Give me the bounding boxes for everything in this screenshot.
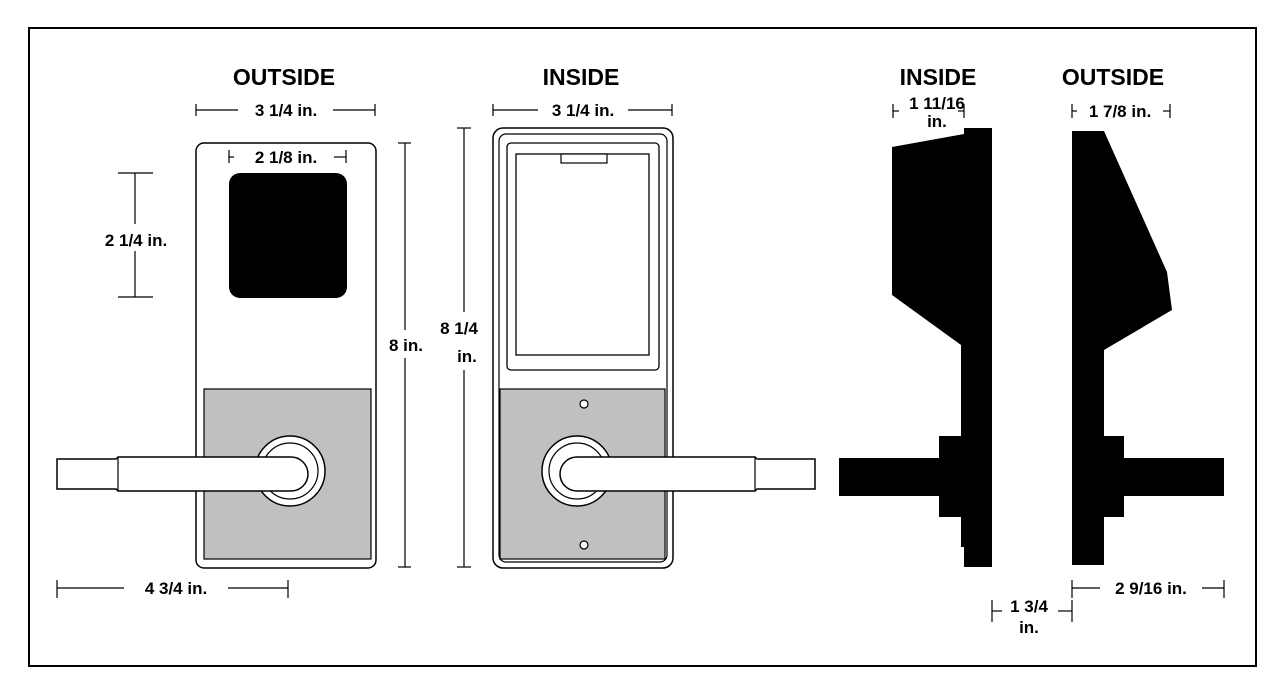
title-inside-side: INSIDE [900, 64, 977, 90]
inside-lever [559, 456, 816, 492]
dim-inside-height: 8 1/4 in. [440, 127, 478, 568]
diagram-frame [28, 27, 1257, 667]
dim-label-inside-height-2: in. [457, 347, 477, 366]
title-outside-side: OUTSIDE [1062, 64, 1164, 90]
dim-label-outside-height: 8 in. [389, 336, 423, 355]
dim-label-outside-depth: 1 7/8 in. [1089, 102, 1151, 121]
title-inside-front: INSIDE [543, 64, 620, 90]
dim-label-display-width: 2 1/8 in. [255, 148, 317, 167]
title-outside-front: OUTSIDE [233, 64, 335, 90]
dim-label-inside-depth-1: 1 11/16 [909, 94, 965, 113]
dim-door-thickness: 1 3/4 in. [991, 597, 1073, 637]
dim-inside-width: 3 1/4 in. [492, 101, 673, 120]
dim-outside-depth: 1 7/8 in. [1071, 102, 1171, 121]
dim-label-display-height: 2 1/4 in. [105, 231, 167, 250]
inside-screw-top [579, 399, 589, 409]
outside-side-profile [1072, 131, 1224, 565]
dim-outside-height: 8 in. [389, 142, 423, 568]
dim-display-height: 2 1/4 in. [105, 172, 167, 298]
dim-label-door-thickness-2: in. [1019, 618, 1039, 637]
dim-outside-lever-projection: 2 9/16 in. [1071, 579, 1225, 598]
card-reader-window [229, 173, 347, 298]
inside-screw-bottom [579, 540, 589, 550]
dim-label-outside-width: 3 1/4 in. [255, 101, 317, 120]
dim-display-width: 2 1/8 in. [228, 148, 347, 167]
outside-lever [56, 456, 309, 492]
inside-side-profile [839, 128, 992, 567]
dim-label-outside-lever-projection: 2 9/16 in. [1115, 579, 1187, 598]
dim-outside-width: 3 1/4 in. [195, 101, 376, 120]
dim-label-door-thickness-1: 1 3/4 [1010, 597, 1048, 616]
battery-cover-latch [560, 153, 608, 164]
dim-inside-depth: 1 11/16 in. [892, 94, 965, 131]
dim-label-inside-width: 3 1/4 in. [552, 101, 614, 120]
outside-front-view: OUTSIDE 3 1/4 in. 2 1/8 in. 2 1/4 [56, 64, 423, 598]
dim-label-inside-height-1: 8 1/4 [440, 319, 478, 338]
dim-label-inside-depth-2: in. [927, 112, 947, 131]
side-view: INSIDE OUTSIDE 1 11/16 in. 1 7/8 in. [839, 64, 1225, 637]
dim-label-lever-reach: 4 3/4 in. [145, 579, 207, 598]
battery-cover [515, 153, 650, 356]
dim-lever-reach: 4 3/4 in. [56, 579, 289, 598]
inside-front-view: INSIDE 3 1/4 in. 8 1/4 in. [440, 64, 816, 569]
